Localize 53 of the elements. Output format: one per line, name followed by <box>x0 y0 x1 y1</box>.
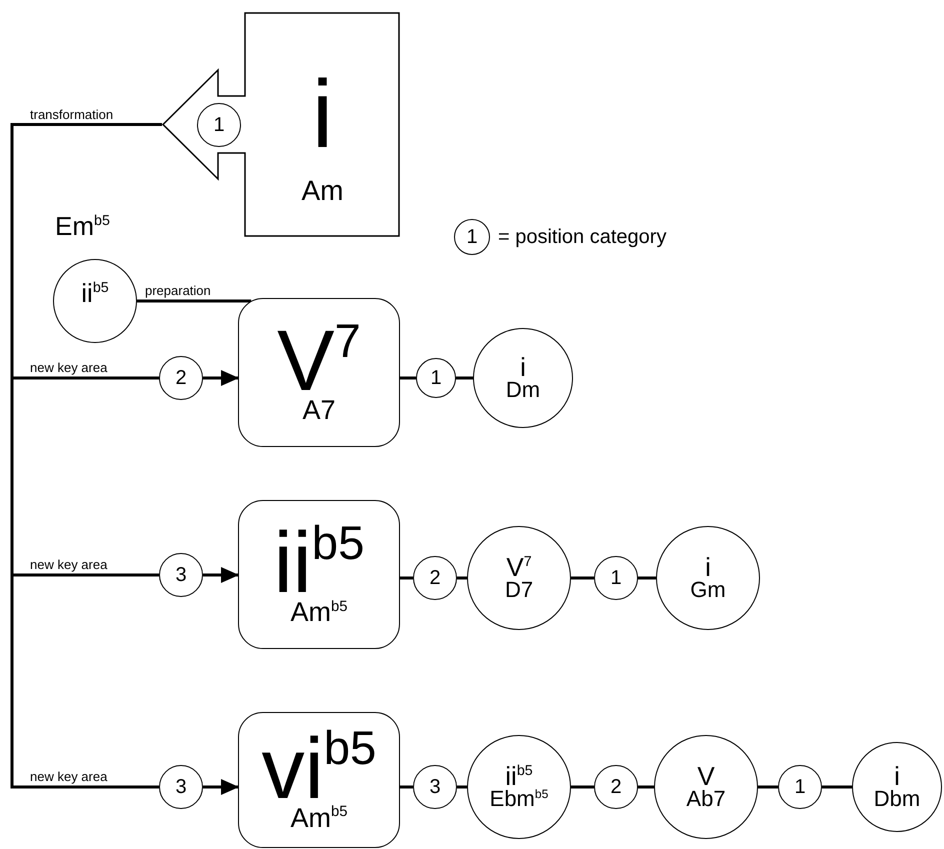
roman-numeral: V$^{7}$ <box>506 555 532 579</box>
arrow <box>203 779 239 795</box>
edge-label: new key area <box>30 558 108 571</box>
edge-label: transformation <box>30 108 114 120</box>
connector-line <box>638 786 654 788</box>
position-number: 1 <box>213 115 225 135</box>
connector-line <box>10 123 162 126</box>
chord-name: Gm <box>690 579 726 601</box>
roman-numeral: ii$^{b5}$ <box>81 280 109 306</box>
position-number: 1 <box>466 227 478 247</box>
roman-numeral: i <box>520 355 526 379</box>
edge-label: preparation <box>145 284 211 297</box>
position-number: 1 <box>794 777 806 797</box>
roman-numeral: i <box>705 555 711 579</box>
connector-line <box>822 786 852 788</box>
chord-name: Ebm$^{b5}$ <box>490 788 548 810</box>
position-number: 2 <box>610 777 622 797</box>
roman-numeral: i <box>312 67 334 163</box>
connector-line <box>400 786 413 788</box>
chord-box <box>238 298 400 447</box>
chord-name: Am <box>302 177 344 205</box>
chord-name: D7 <box>504 579 534 601</box>
chord-box <box>238 500 400 649</box>
position-number: 3 <box>175 565 187 585</box>
chord-name: Em$^{b5}$ <box>55 213 110 239</box>
position-number: 2 <box>175 368 187 388</box>
connector-line <box>571 576 594 580</box>
edge-label: new key area <box>30 361 108 374</box>
arrow <box>203 567 239 583</box>
position-number: 2 <box>429 568 441 588</box>
position-number: 1 <box>610 568 622 588</box>
connector-line <box>638 576 656 580</box>
connector-line <box>137 300 252 302</box>
connector-line <box>758 786 778 788</box>
connector-line <box>457 786 467 788</box>
position-number: 1 <box>430 368 442 388</box>
connector-line <box>400 376 416 380</box>
chord-name: Dbm <box>874 788 920 810</box>
connector-line <box>571 786 594 788</box>
chord-box <box>238 712 400 848</box>
chord-name: Ab7 <box>686 788 726 810</box>
roman-numeral: i <box>894 764 900 788</box>
connector-line <box>400 576 413 580</box>
roman-numeral: ii$^{b5}$ <box>505 764 533 788</box>
connector-line <box>457 576 467 580</box>
legend-text: = position category <box>498 227 666 247</box>
connector-line <box>456 376 473 380</box>
arrow <box>203 370 239 386</box>
edge-label: new key area <box>30 770 108 783</box>
chord-name: Dm <box>506 379 540 401</box>
roman-numeral: V <box>697 764 715 788</box>
position-number: 3 <box>429 777 441 797</box>
position-number: 3 <box>175 777 187 797</box>
